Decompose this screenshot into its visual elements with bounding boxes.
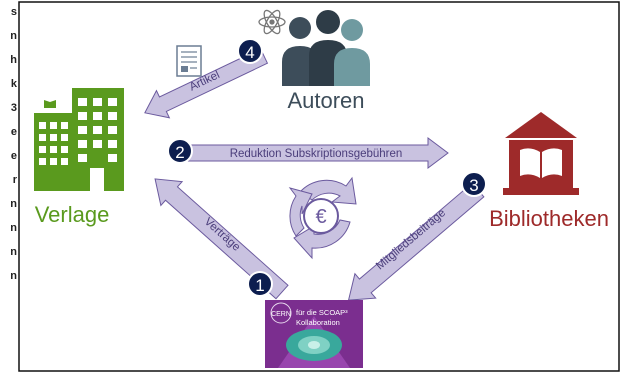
step-badge-1: 1	[247, 271, 273, 297]
side-text-line: s	[10, 6, 17, 18]
atom-icon	[258, 9, 286, 35]
step-number: 4	[245, 43, 254, 62]
step-badge-2: 2	[167, 138, 193, 164]
cycle-arrows-icon	[288, 176, 357, 260]
publisher-building-icon	[34, 88, 124, 191]
subscription-reduction-arrow	[187, 137, 449, 169]
consortium-caption-line1: für die SCOAP³	[296, 308, 348, 317]
side-text-line: n	[10, 222, 17, 234]
step-badge-3: 3	[461, 171, 487, 197]
side-text-line: n	[10, 270, 17, 282]
side-text-line: n	[10, 30, 17, 42]
side-text-line: e	[10, 126, 17, 138]
library-icon	[503, 112, 579, 195]
side-text-line: e	[10, 150, 17, 162]
euro-icon	[303, 198, 339, 234]
document-icon	[176, 45, 202, 77]
cern-logo-icon	[270, 302, 292, 324]
side-text-line: k	[10, 78, 17, 90]
side-text-line: r	[12, 174, 17, 186]
cropped-side-text: s n h k 3 e e r n n n n	[0, 0, 17, 374]
consortium-caption-line2: Kollaboration	[296, 318, 340, 327]
side-text-line: n	[10, 198, 17, 210]
side-text-line: h	[10, 54, 17, 66]
authors-icon	[282, 10, 370, 86]
step-badge-4: 4	[237, 38, 263, 64]
publishers-label: Verlage	[35, 202, 110, 227]
euro-symbol: €	[315, 206, 326, 228]
step-number: 2	[175, 143, 184, 162]
step-number: 1	[255, 276, 264, 295]
side-text-line: n	[10, 246, 17, 258]
side-text-line: 3	[10, 102, 17, 114]
cern-logo-text: CERN	[271, 311, 291, 318]
contracts-arrow	[154, 178, 289, 300]
libraries-label: Bibliotheken	[489, 206, 609, 231]
membership-fees-arrow	[347, 182, 485, 301]
subscription-reduction-label: Reduktion Subskriptionsgebühren	[230, 148, 403, 160]
step-number: 3	[469, 176, 478, 195]
consortium-image: CERN für die SCOAP³ Kollaboration	[265, 300, 363, 368]
authors-label: Autoren	[287, 88, 364, 113]
